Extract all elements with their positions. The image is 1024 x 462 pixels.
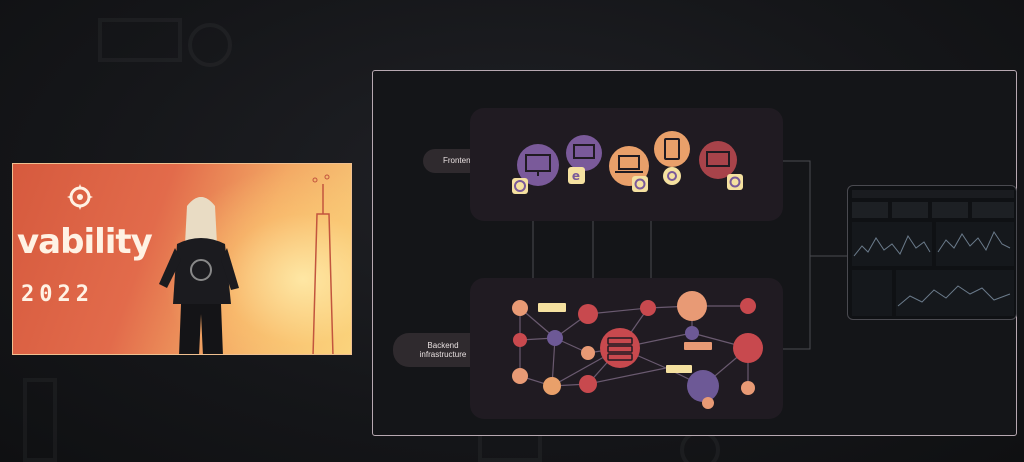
backend-label-line2: infrastructure <box>419 350 467 359</box>
network-node <box>685 326 699 340</box>
network-node <box>733 333 763 363</box>
desktop-monitor-icon <box>512 144 559 194</box>
presentation-slide: Frontend e <box>372 70 1017 436</box>
desktop-monitor-icon <box>699 141 743 190</box>
frontend-panel: e <box>470 108 783 221</box>
network-node <box>543 377 561 395</box>
network-node <box>512 368 528 384</box>
frontend-devices-graphic: e <box>512 131 743 194</box>
dashboard-screenshot <box>847 185 1017 320</box>
network-node <box>702 397 714 409</box>
network-node <box>740 298 756 314</box>
dashboard-graph-panels <box>852 190 1014 316</box>
network-node <box>513 333 527 347</box>
backend-network-graphic <box>512 291 763 409</box>
city-tower-graphic <box>312 174 334 354</box>
network-node <box>579 375 597 393</box>
network-node <box>677 291 707 321</box>
slide-connector-lines <box>532 160 848 350</box>
laptop-icon <box>609 146 649 192</box>
network-node <box>578 304 598 324</box>
network-node <box>547 330 563 346</box>
network-node <box>741 381 755 395</box>
network-node <box>640 300 656 316</box>
event-title-text: vability <box>17 222 153 262</box>
connector-bar <box>538 303 566 312</box>
connector-bar <box>684 342 712 350</box>
backend-label-line1: Backend <box>427 340 459 350</box>
svg-text:e: e <box>572 169 580 183</box>
speaker-figure <box>159 197 239 354</box>
speaker-video: vability 2022 <box>12 163 352 355</box>
grafana-logo-icon <box>67 184 93 210</box>
desktop-monitor-icon: e <box>566 135 602 184</box>
server-node <box>600 328 640 368</box>
network-node <box>687 370 719 402</box>
connector-bar <box>666 365 692 373</box>
tablet-icon <box>654 131 690 185</box>
event-year-text: 2022 <box>21 282 94 307</box>
backend-panel <box>470 278 783 419</box>
network-node <box>581 346 595 360</box>
network-node <box>512 300 528 316</box>
